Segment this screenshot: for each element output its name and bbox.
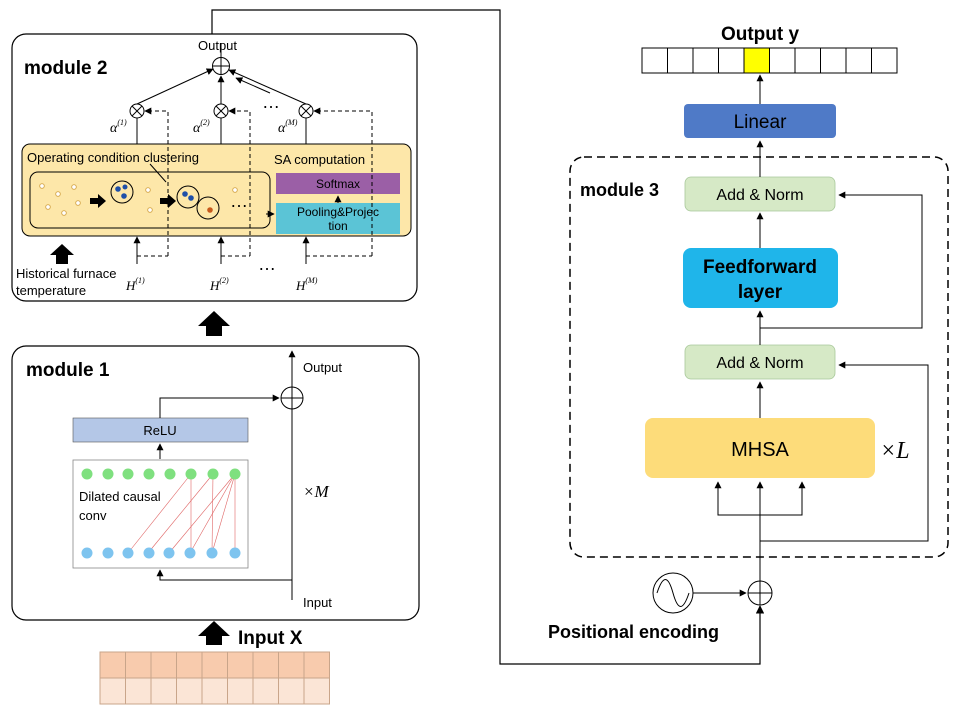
linear-label: Linear bbox=[734, 112, 787, 133]
h-label-1: H(1) bbox=[125, 276, 145, 293]
step-arrow-icon bbox=[90, 194, 106, 208]
multiply-icon bbox=[298, 103, 314, 119]
module-3-title: module 3 bbox=[580, 180, 659, 200]
input-cell bbox=[303, 651, 330, 679]
input-cell bbox=[252, 677, 279, 705]
up-arrow-icon bbox=[50, 244, 74, 264]
module-1-output-label: Output bbox=[303, 360, 342, 375]
input-cell bbox=[150, 651, 177, 679]
sa-computation-label: SA computation bbox=[274, 152, 365, 167]
clustering-pointer bbox=[149, 163, 167, 183]
conv-label-line1: Dilated causal bbox=[79, 489, 161, 504]
output-cell bbox=[692, 47, 719, 74]
positional-encoding-label: Positional encoding bbox=[548, 622, 719, 642]
dilated-conv-box bbox=[72, 459, 249, 569]
pooling-projection-box bbox=[276, 203, 400, 234]
module-1: module 1 ReLU Dilated causal conv bbox=[11, 345, 420, 621]
connector-line bbox=[211, 9, 765, 665]
output-cell bbox=[769, 47, 796, 74]
mhsa-box bbox=[645, 418, 875, 478]
module-1-title: module 1 bbox=[26, 360, 110, 381]
input-cell bbox=[227, 677, 254, 705]
input-cell bbox=[125, 677, 152, 705]
sine-wave-icon bbox=[652, 572, 694, 614]
output-cell bbox=[641, 47, 668, 74]
output-cell bbox=[794, 47, 821, 74]
input-cell bbox=[278, 677, 305, 705]
relu-label: ReLU bbox=[143, 423, 176, 438]
output-cell bbox=[718, 47, 745, 74]
output-cell bbox=[667, 47, 694, 74]
output-y-grid bbox=[641, 47, 898, 74]
clustering-label: Operating condition clustering bbox=[27, 150, 199, 165]
module-1-input-label: Input bbox=[303, 595, 332, 610]
input-cell bbox=[176, 651, 203, 679]
input-cell bbox=[99, 677, 126, 705]
h-label-m: H(M) bbox=[295, 276, 318, 293]
feedforward-label-line1: Feedforward bbox=[703, 257, 817, 278]
positional-sum-icon bbox=[747, 580, 773, 606]
output-cell bbox=[820, 47, 847, 74]
input-x-grid bbox=[99, 651, 330, 705]
alpha-label-m: α(M) bbox=[278, 118, 298, 136]
clustering-inner-box bbox=[29, 171, 271, 229]
input-cell bbox=[150, 677, 177, 705]
h-label-2: H(2) bbox=[209, 276, 229, 293]
pooling-label-line2: tion bbox=[328, 219, 347, 233]
historical-label-line2: temperature bbox=[16, 283, 86, 298]
module-1-sum-icon bbox=[280, 386, 304, 410]
up-arrow-icon bbox=[198, 621, 230, 645]
input-cell bbox=[99, 651, 126, 679]
softmax-box bbox=[276, 173, 400, 194]
add-norm-bottom-label: Add & Norm bbox=[716, 355, 803, 372]
output-cell bbox=[871, 47, 898, 74]
h-ellipsis: … bbox=[258, 254, 276, 274]
multiply-icon bbox=[129, 103, 145, 119]
input-cell bbox=[303, 677, 330, 705]
module-3-frame bbox=[569, 156, 949, 558]
conv-connections bbox=[127, 473, 236, 554]
output-y-label: Output y bbox=[721, 24, 800, 45]
input-cell bbox=[201, 677, 228, 705]
input-cell bbox=[201, 651, 228, 679]
module-3-repeat-label: ×L bbox=[880, 438, 910, 464]
module-2: module 2 Output … α(1) α(2) bbox=[11, 33, 418, 302]
module-2-output-label: Output bbox=[198, 38, 237, 53]
module-2-sum-icon bbox=[212, 57, 230, 75]
relu-box bbox=[72, 417, 249, 443]
input-x-label: Input X bbox=[238, 628, 303, 649]
feedforward-box bbox=[683, 248, 838, 308]
mhsa-label: MHSA bbox=[731, 439, 789, 461]
clustering-ellipsis: … bbox=[230, 191, 248, 211]
output-cell-highlighted bbox=[743, 47, 770, 74]
conv-label-line2: conv bbox=[79, 508, 107, 523]
conv-input-nodes bbox=[81, 547, 241, 559]
output-cell bbox=[845, 47, 872, 74]
alpha-label-1: α(1) bbox=[110, 118, 127, 136]
input-cell bbox=[227, 651, 254, 679]
cluster-icon bbox=[110, 180, 134, 204]
module-2-title: module 2 bbox=[24, 58, 107, 79]
input-cell bbox=[176, 677, 203, 705]
input-cell bbox=[252, 651, 279, 679]
module-2-ellipsis-top: … bbox=[262, 92, 280, 112]
conv-output-nodes bbox=[81, 468, 241, 480]
cluster-icon bbox=[176, 185, 220, 220]
module-3: module 3 Positional encoding MHSA ×L Add… bbox=[548, 156, 949, 642]
historical-label-line1: Historical furnace bbox=[16, 266, 116, 281]
up-arrow-icon bbox=[198, 311, 230, 336]
add-norm-top-label: Add & Norm bbox=[716, 187, 803, 204]
input-cell bbox=[278, 651, 305, 679]
linear-box bbox=[684, 104, 836, 138]
input-cell bbox=[125, 651, 152, 679]
pooling-label-line1: Pooling&Projec bbox=[297, 205, 379, 219]
alpha-label-2: α(2) bbox=[193, 118, 210, 136]
step-arrow-icon bbox=[160, 194, 176, 208]
softmax-label: Softmax bbox=[316, 177, 360, 191]
multiply-icon bbox=[213, 103, 229, 119]
feedforward-label-line2: layer bbox=[738, 282, 783, 303]
module-1-repeat-label: ×M bbox=[303, 482, 329, 501]
